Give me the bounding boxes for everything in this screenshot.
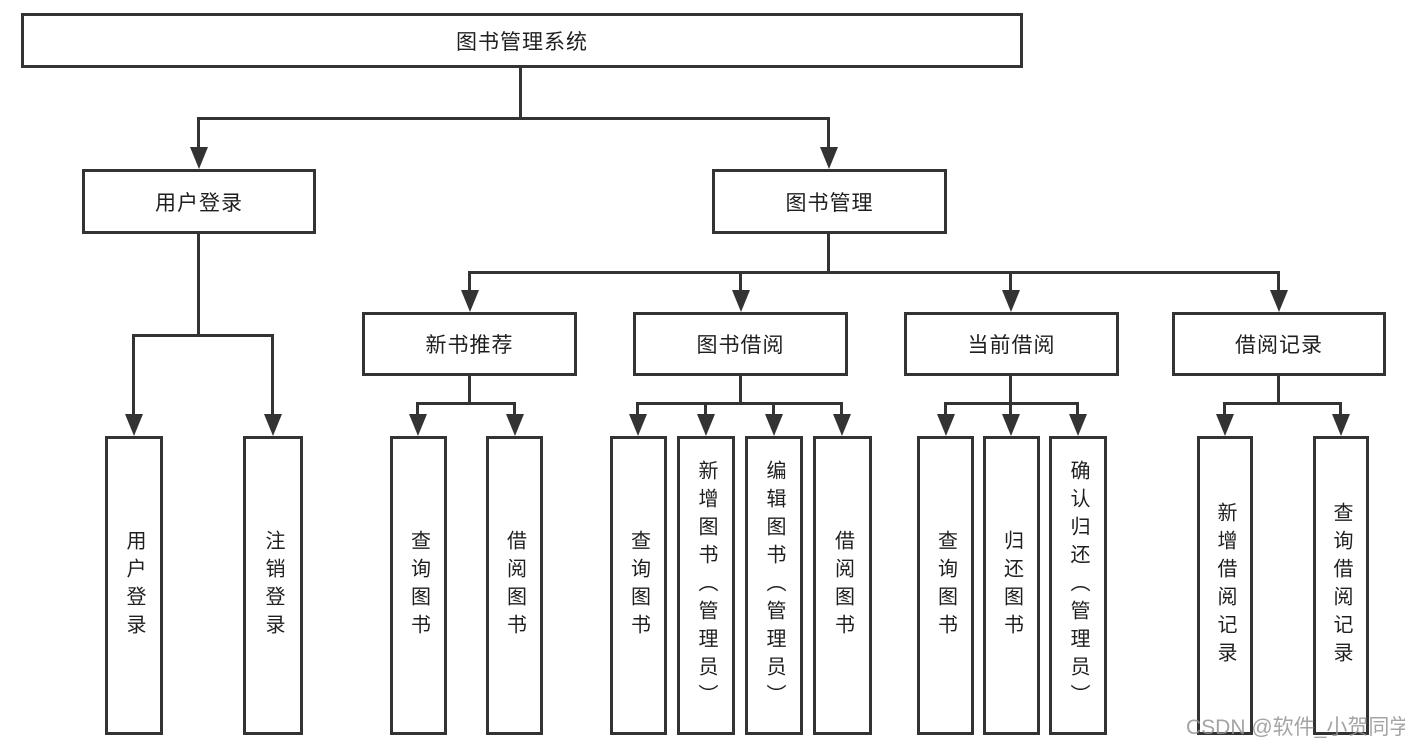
arrow-book-borrow-child-3 (772, 402, 775, 414)
arrow-new-books-child-2 (513, 402, 516, 414)
leaf-current-borrow-query-label: 查询图书 (934, 529, 957, 642)
leaf-logout-label: 注销登录 (262, 529, 284, 642)
line-level2-splitter (197, 117, 830, 120)
arrow-to-new-books (468, 271, 471, 290)
leaf-book-borrow-borrow: 借阅图书 (813, 436, 872, 735)
node-user-login-label: 用户登录 (155, 191, 243, 215)
leaf-current-borrow-query: 查询图书 (917, 436, 974, 735)
leaf-book-borrow-query: 查询图书 (610, 436, 667, 735)
arrow-book-borrow-child-1 (636, 402, 639, 414)
line-root-drop (519, 68, 522, 120)
arrow-borrow-records-child-1 (1223, 402, 1226, 414)
line-book-borrow-splitter (636, 402, 843, 405)
leaf-user-login: 用户登录 (105, 436, 163, 735)
node-borrow-records: 借阅记录 (1172, 312, 1386, 376)
csdn-watermark: CSDN @软件_小贺同学 (1186, 716, 1405, 739)
node-new-books: 新书推荐 (362, 312, 577, 376)
arrow-current-borrow-child-3 (1076, 402, 1079, 414)
node-user-login: 用户登录 (82, 169, 316, 234)
arrow-to-current-borrow (1009, 271, 1012, 290)
line-borrow-records-drop (1277, 376, 1280, 405)
leaf-current-borrow-return-label: 归还图书 (1000, 529, 1023, 642)
leaf-current-borrow-return: 归还图书 (983, 436, 1040, 735)
leaf-borrow-records-query: 查询借阅记录 (1313, 436, 1369, 735)
arrow-borrow-records-child-2 (1339, 402, 1342, 414)
line-book-borrow-drop (739, 376, 742, 405)
leaf-user-login-label: 用户登录 (123, 529, 145, 642)
arrow-to-borrow-records (1277, 271, 1280, 290)
leaf-book-borrow-add-label: 新增图书（管理员） (695, 459, 717, 712)
line-level3-splitter (468, 271, 1280, 274)
leaf-book-borrow-edit: 编辑图书（管理员） (745, 436, 803, 735)
node-book-management-label: 图书管理 (785, 191, 874, 215)
line-new-books-splitter (416, 402, 516, 405)
node-root: 图书管理系统 (21, 13, 1023, 68)
leaf-current-borrow-confirm-label: 确认归还（管理员） (1067, 459, 1089, 712)
arrow-to-book-management (827, 117, 830, 147)
arrow-to-logout (271, 334, 274, 414)
line-borrow-records-splitter (1223, 402, 1342, 405)
node-book-borrow: 图书借阅 (633, 312, 848, 376)
leaf-borrow-records-add-label: 新增借阅记录 (1214, 501, 1236, 670)
node-book-management: 图书管理 (712, 169, 947, 234)
line-book-management-drop (827, 234, 830, 274)
line-new-books-drop (468, 376, 471, 405)
node-borrow-records-label: 借阅记录 (1235, 334, 1323, 357)
line-user-login-drop (197, 234, 200, 337)
leaf-borrow-records-add: 新增借阅记录 (1197, 436, 1253, 735)
node-current-borrow: 当前借阅 (904, 312, 1119, 376)
node-book-borrow-label: 图书借阅 (696, 334, 785, 357)
arrow-to-user-login (197, 117, 200, 147)
node-root-label: 图书管理系统 (456, 30, 588, 54)
arrow-book-borrow-child-4 (840, 402, 843, 414)
arrow-current-borrow-child-1 (944, 402, 947, 414)
leaf-borrow-records-query-label: 查询借阅记录 (1330, 501, 1352, 670)
arrow-to-login (132, 334, 135, 414)
leaf-book-borrow-add: 新增图书（管理员） (677, 436, 735, 735)
leaf-new-books-query: 查询图书 (390, 436, 447, 735)
arrow-to-book-borrow (739, 271, 742, 290)
leaf-new-books-borrow-label: 借阅图书 (503, 529, 526, 642)
node-current-borrow-label: 当前借阅 (967, 334, 1056, 357)
leaf-logout: 注销登录 (243, 436, 303, 735)
leaf-book-borrow-edit-label: 编辑图书（管理员） (763, 459, 785, 712)
line-current-borrow-drop (1009, 376, 1012, 405)
line-user-login-splitter (132, 334, 274, 337)
arrow-book-borrow-child-2 (704, 402, 707, 414)
node-new-books-label: 新书推荐 (425, 334, 514, 357)
leaf-book-borrow-query-label: 查询图书 (627, 529, 650, 642)
arrow-current-borrow-child-2 (1009, 402, 1012, 414)
arrow-new-books-child-1 (416, 402, 419, 414)
leaf-book-borrow-borrow-label: 借阅图书 (831, 529, 854, 642)
leaf-current-borrow-confirm: 确认归还（管理员） (1049, 436, 1107, 735)
leaf-new-books-borrow: 借阅图书 (486, 436, 543, 735)
leaf-new-books-query-label: 查询图书 (407, 529, 430, 642)
